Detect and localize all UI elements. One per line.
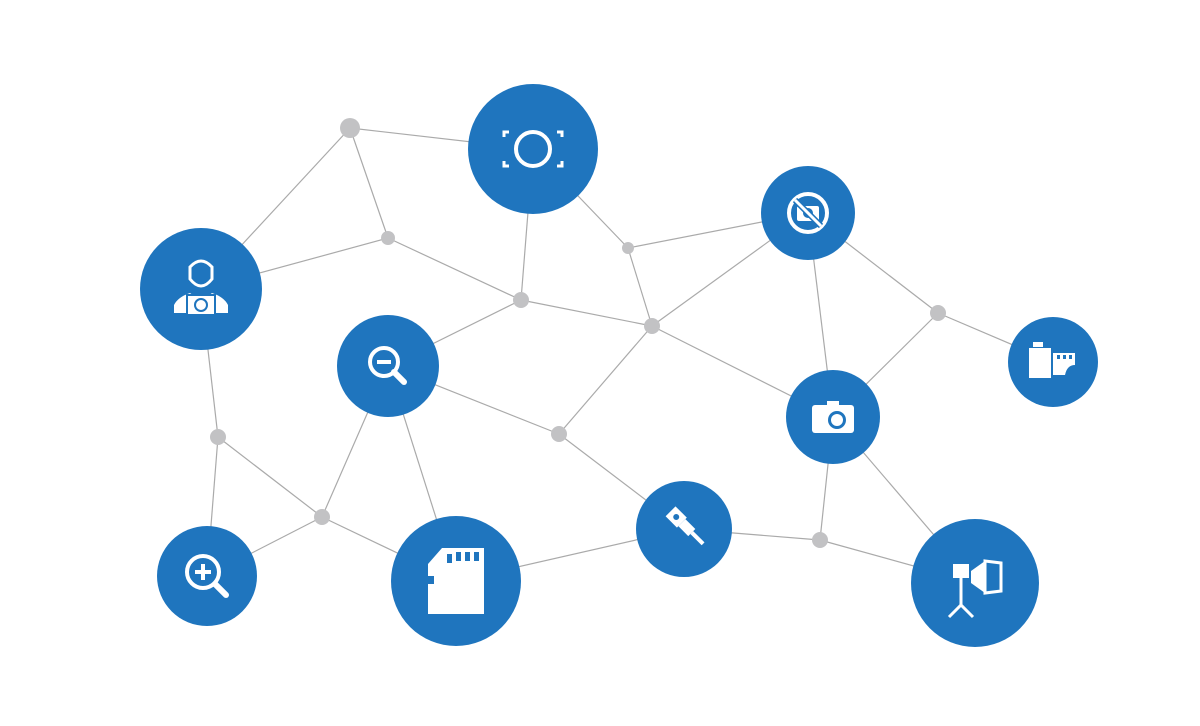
node-circle — [140, 228, 262, 350]
node-zoomout — [337, 315, 439, 417]
junction-dots — [210, 118, 946, 548]
node-focus — [468, 84, 598, 214]
edge-d2-d3 — [387, 237, 522, 301]
edge-d7-d9 — [217, 436, 323, 518]
edge-d1-d2 — [349, 127, 389, 239]
node-zoomin — [157, 526, 257, 626]
node-light — [911, 519, 1039, 647]
junction-dot — [314, 509, 330, 525]
node-nocam — [761, 166, 855, 260]
junction-dot — [644, 318, 660, 334]
edge-d5-d8 — [558, 325, 653, 435]
zoom-out-icon — [368, 346, 407, 385]
usb-drive-icon — [665, 506, 705, 546]
junction-dot — [622, 242, 634, 254]
camera-icon — [812, 401, 854, 433]
junction-dot — [812, 532, 828, 548]
node-camera — [786, 370, 880, 464]
node-sdcard — [391, 516, 521, 646]
icon-nodes — [140, 84, 1098, 647]
node-usb — [636, 481, 732, 577]
junction-dot — [340, 118, 360, 138]
node-circle — [157, 526, 257, 626]
node-film — [1008, 317, 1098, 407]
focus-frame-icon — [502, 130, 564, 168]
photographer-icon — [174, 259, 228, 316]
junction-dot — [551, 426, 567, 442]
junction-dot — [210, 429, 226, 445]
edge-d3-d5 — [520, 299, 653, 327]
node-photographer — [140, 228, 262, 350]
zoom-in-icon — [185, 554, 229, 598]
junction-dot — [381, 231, 395, 245]
node-circle — [468, 84, 598, 214]
junction-dot — [513, 292, 529, 308]
node-circle — [337, 315, 439, 417]
film-roll-icon — [1029, 342, 1075, 378]
sd-card-icon — [428, 548, 484, 614]
studio-light-icon — [947, 559, 1003, 619]
junction-dot — [930, 305, 946, 321]
edge-d4-d5 — [627, 247, 653, 327]
no-camera-icon — [787, 192, 829, 234]
